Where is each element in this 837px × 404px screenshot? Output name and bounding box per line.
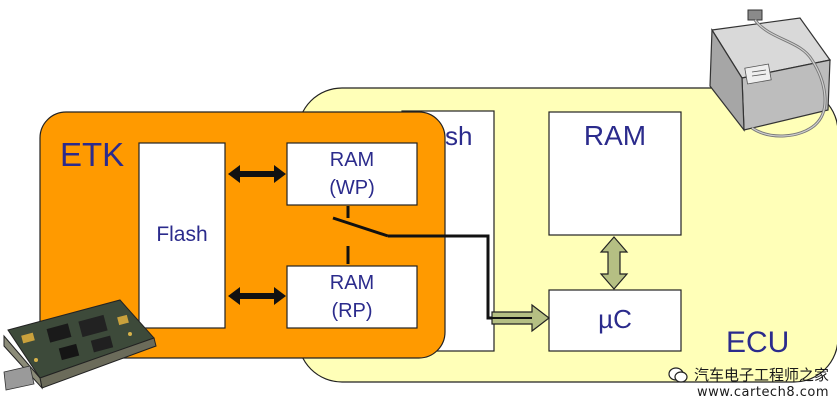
watermark-url: www.cartech8.com bbox=[697, 385, 829, 400]
flash-wp-arrow bbox=[228, 165, 286, 183]
etk-flash-label: Flash bbox=[156, 223, 208, 246]
ram-rp-label: RAM (RP) bbox=[287, 269, 417, 325]
microcontroller-label: µC bbox=[598, 304, 632, 334]
uc-input-arrow bbox=[488, 303, 550, 333]
flash-rp-arrow bbox=[228, 287, 286, 305]
ecu-label: ECU bbox=[726, 326, 790, 359]
ram-wp-line1: RAM bbox=[329, 149, 375, 171]
ram-rp-line1: RAM bbox=[329, 272, 375, 294]
ram-uc-arrow bbox=[599, 236, 629, 290]
ram-wp-box bbox=[286, 142, 418, 206]
wechat-icon bbox=[668, 366, 688, 383]
ecu-ram-box bbox=[548, 111, 682, 236]
ram-rp-box bbox=[286, 265, 418, 329]
microcontroller-box bbox=[548, 289, 682, 352]
watermark-text: 汽车电子工程师之家 bbox=[693, 366, 829, 384]
etk-flash-box bbox=[138, 142, 226, 329]
etk-label: ETK bbox=[60, 136, 125, 173]
ram-wp-line2: (WP) bbox=[329, 177, 375, 199]
watermark: 汽车电子工程师之家 www.cartech8.com bbox=[668, 364, 829, 400]
ecu-ram-label: RAM bbox=[583, 120, 647, 151]
ecu-hardware-photo bbox=[709, 9, 832, 138]
etk-board-photo bbox=[3, 299, 157, 391]
ram-rp-line2: (RP) bbox=[331, 300, 373, 322]
page-switch bbox=[332, 206, 389, 264]
ecu-flash-label: sh bbox=[445, 121, 473, 151]
ram-wp-label: RAM (WP) bbox=[287, 146, 417, 202]
